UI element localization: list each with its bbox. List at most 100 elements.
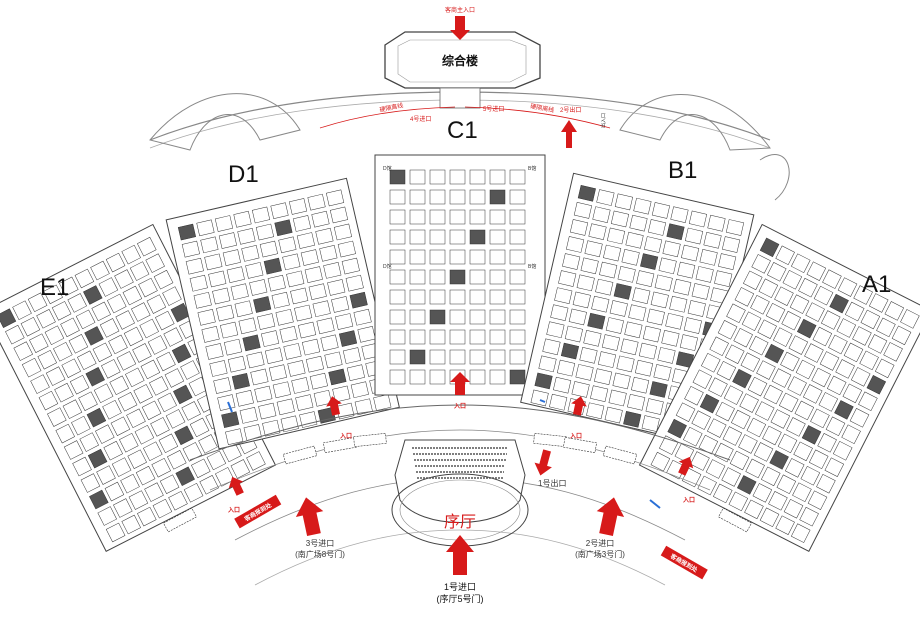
c1-side-label-d-mid: D馆 xyxy=(383,263,392,270)
booth xyxy=(754,401,775,421)
booth xyxy=(796,318,817,339)
booth xyxy=(699,249,718,266)
booth xyxy=(605,317,624,334)
booth xyxy=(80,473,101,493)
booth xyxy=(409,269,426,285)
booth xyxy=(345,274,364,292)
booth xyxy=(389,349,406,365)
hall-d1[interactable] xyxy=(165,177,400,450)
booth xyxy=(21,357,42,378)
booth xyxy=(108,334,128,355)
booth xyxy=(677,261,696,279)
booth xyxy=(658,257,677,275)
booth xyxy=(725,344,745,364)
booth xyxy=(309,372,328,390)
booth xyxy=(223,338,243,356)
booth xyxy=(603,244,622,262)
booth xyxy=(884,301,905,321)
booth xyxy=(45,366,66,386)
booth xyxy=(222,249,241,266)
booth xyxy=(489,169,506,185)
booth xyxy=(808,449,829,470)
booth xyxy=(241,245,260,262)
booth xyxy=(78,391,98,411)
booth xyxy=(820,310,841,330)
booth xyxy=(315,227,334,245)
booth xyxy=(105,252,126,273)
booth xyxy=(568,308,587,326)
booth xyxy=(92,342,113,363)
vip-entrance-label: 客商主入口 xyxy=(445,6,475,14)
booth xyxy=(271,291,290,309)
booth xyxy=(137,506,157,527)
booth xyxy=(757,319,777,339)
hall-c1[interactable] xyxy=(374,154,546,396)
booth xyxy=(554,287,573,304)
booth xyxy=(221,411,240,428)
corridor-block xyxy=(563,436,597,454)
booth xyxy=(765,302,786,323)
booth xyxy=(291,377,310,394)
booth xyxy=(489,329,506,345)
booth xyxy=(609,300,628,317)
booth xyxy=(753,442,774,462)
booth xyxy=(744,499,764,520)
booth xyxy=(774,286,794,306)
booth xyxy=(746,417,767,438)
booth xyxy=(125,367,145,388)
booth xyxy=(760,466,781,487)
central-lobby: 序厅 xyxy=(391,439,529,547)
booth xyxy=(120,473,140,494)
booth xyxy=(606,227,626,245)
booth xyxy=(739,393,759,413)
booth xyxy=(762,425,782,446)
booth xyxy=(97,506,117,526)
booth xyxy=(249,279,268,296)
booth xyxy=(509,269,526,285)
booth xyxy=(158,433,179,454)
booth xyxy=(632,287,651,305)
booth xyxy=(651,202,671,219)
booth xyxy=(683,317,702,334)
booth xyxy=(276,398,295,416)
booth xyxy=(296,232,315,249)
booth xyxy=(449,189,466,205)
booth xyxy=(253,296,272,313)
booth xyxy=(709,336,729,357)
booth xyxy=(98,277,119,297)
corridor-block xyxy=(533,433,567,447)
booth xyxy=(168,490,188,511)
booth xyxy=(612,372,631,390)
booth xyxy=(681,244,700,262)
booth xyxy=(268,364,287,382)
booth xyxy=(288,198,308,215)
isolation-line-left xyxy=(319,106,456,129)
entrance-c1: 入口 xyxy=(453,403,466,410)
booth xyxy=(449,249,466,265)
booth xyxy=(707,214,726,232)
booth xyxy=(601,334,621,351)
booth xyxy=(117,392,138,412)
booth xyxy=(121,514,141,535)
booth xyxy=(767,262,787,282)
hall-a1[interactable] xyxy=(638,223,920,553)
booth xyxy=(201,326,220,343)
booth xyxy=(661,330,680,347)
booth xyxy=(750,295,770,315)
booth xyxy=(638,342,658,360)
booth xyxy=(196,219,215,237)
booth xyxy=(85,367,105,387)
booth xyxy=(836,318,857,338)
booth xyxy=(84,326,104,346)
booth xyxy=(152,498,173,519)
booth xyxy=(337,240,356,258)
booth xyxy=(237,227,256,245)
booth xyxy=(859,350,879,371)
booth xyxy=(583,329,602,347)
booth xyxy=(825,416,846,437)
booth xyxy=(579,347,598,364)
booth xyxy=(163,327,183,347)
c1-side-label-b-top: B馆 xyxy=(528,165,536,172)
booth xyxy=(777,433,798,454)
booth xyxy=(592,206,611,223)
